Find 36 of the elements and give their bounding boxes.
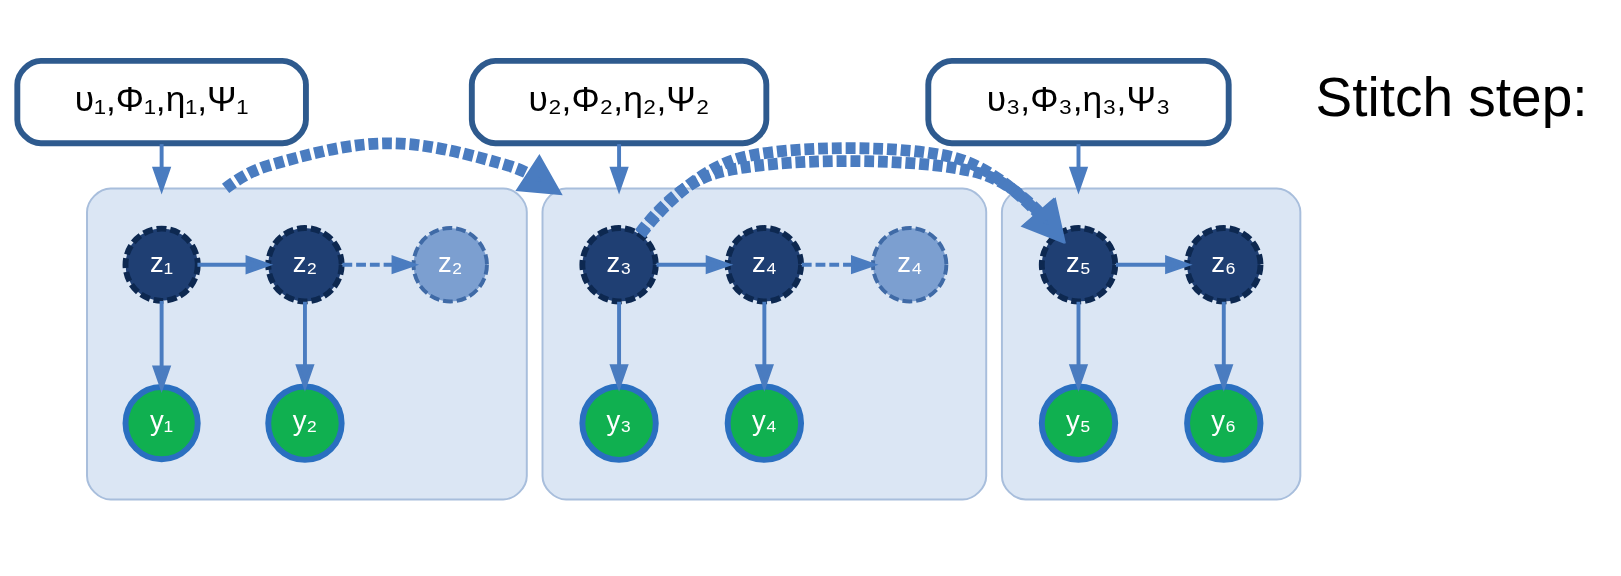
node-circle: z₂ — [265, 225, 345, 305]
arrow — [609, 144, 629, 195]
node-circle: z₂ — [411, 226, 489, 304]
arrow — [295, 301, 315, 392]
arrow — [222, 137, 563, 196]
cluster — [541, 187, 988, 501]
node-circle: z₅ — [1038, 225, 1119, 305]
node-circle: z₄ — [870, 226, 949, 304]
node-circle: z₄ — [724, 225, 805, 305]
cluster — [86, 187, 528, 501]
node-circle: y₃ — [579, 383, 659, 463]
arrow — [342, 255, 420, 275]
cluster — [1000, 187, 1302, 501]
arrow — [1214, 301, 1234, 392]
arrow — [152, 301, 172, 393]
arrow — [801, 255, 879, 275]
node-circle: y₅ — [1038, 383, 1119, 463]
node-box: υ₁,Φ₁,η₁,Ψ₁ — [14, 57, 309, 147]
arrow — [197, 255, 274, 275]
node-circle: y₂ — [265, 383, 345, 463]
node-circle: z₆ — [1184, 225, 1264, 305]
arrow — [656, 255, 734, 275]
label: Stitch step: — [1315, 65, 1588, 128]
arrow — [1115, 255, 1193, 275]
arrow — [1068, 144, 1089, 195]
arrow — [754, 301, 774, 392]
node-circle: z₁ — [122, 225, 201, 304]
arrow — [152, 144, 172, 195]
node-box: υ₃,Φ₃,η₃,Ψ₃ — [925, 57, 1232, 147]
node-circle: y₆ — [1184, 383, 1264, 463]
arrow — [1068, 301, 1089, 392]
node-circle: z₃ — [579, 225, 659, 305]
node-circle: y₁ — [122, 384, 201, 463]
node-circle: y₄ — [724, 383, 805, 463]
node-box: υ₂,Φ₂,η₂,Ψ₂ — [468, 57, 770, 147]
arrow — [609, 301, 629, 392]
